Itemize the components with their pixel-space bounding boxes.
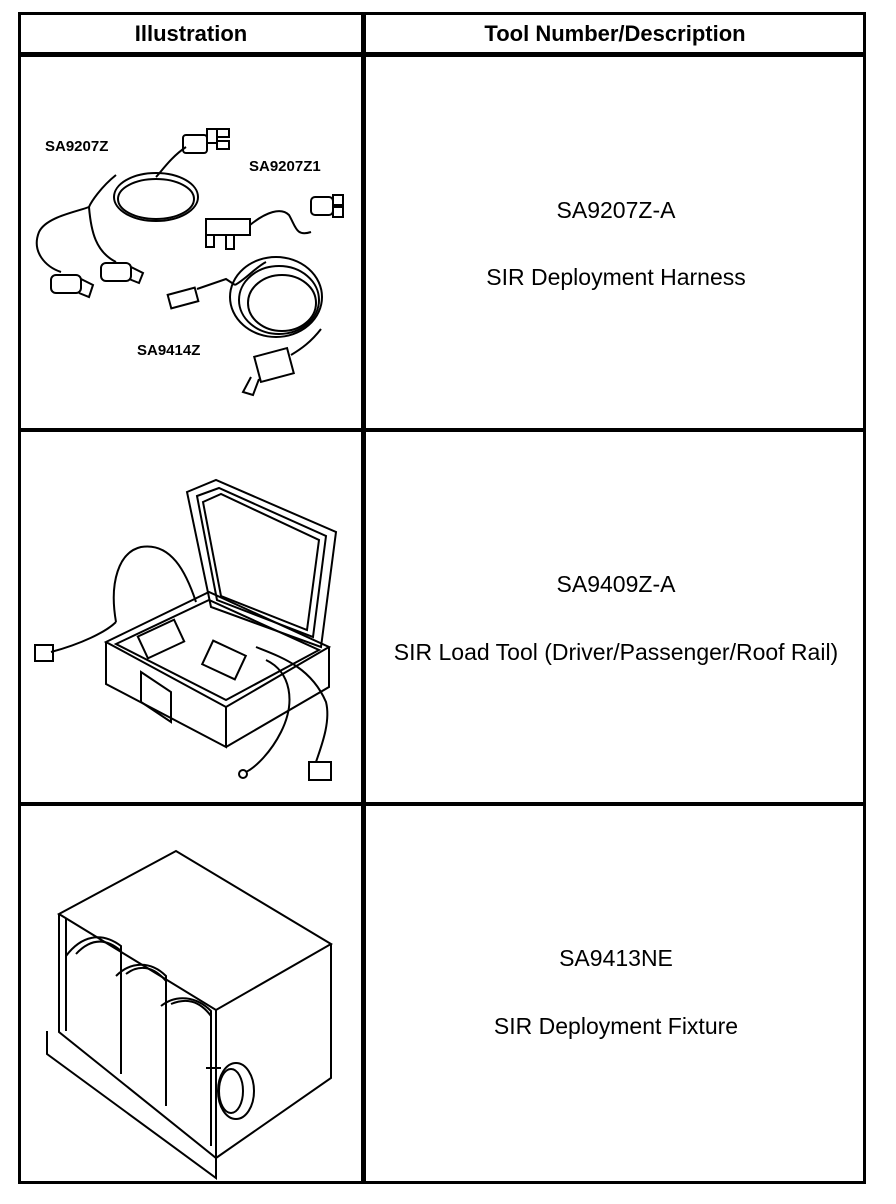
row-divider-2 [18, 802, 866, 806]
header-tool-number: Tool Number/Description [484, 21, 746, 46]
header-illustration: Illustration [134, 21, 248, 46]
fixture-illustration [46, 849, 333, 1180]
tool-number-row-3: SA9413NE [559, 945, 673, 971]
tool-table [18, 12, 866, 1184]
callout-sa9207z: SA9207Z [45, 138, 108, 155]
tool-description-row-2: SIR Load Tool (Driver/Passenger/Roof Rai… [393, 639, 839, 665]
tool-number-row-1: SA9207Z-A [556, 197, 676, 223]
callout-sa9414z: SA9414Z [137, 342, 200, 359]
header-divider [18, 52, 866, 57]
callout-sa9207z1: SA9207Z1 [249, 158, 321, 175]
row-divider-1 [18, 428, 866, 432]
tool-description-row-3: SIR Deployment Fixture [493, 1013, 739, 1039]
tool-description-row-1: SIR Deployment Harness [486, 264, 746, 290]
load-tool-illustration [34, 478, 338, 781]
harness-illustration: SA9207Z SA9207Z1 SA9414Z [35, 128, 344, 397]
column-divider [361, 12, 366, 1184]
tool-number-row-2: SA9409Z-A [556, 571, 676, 597]
